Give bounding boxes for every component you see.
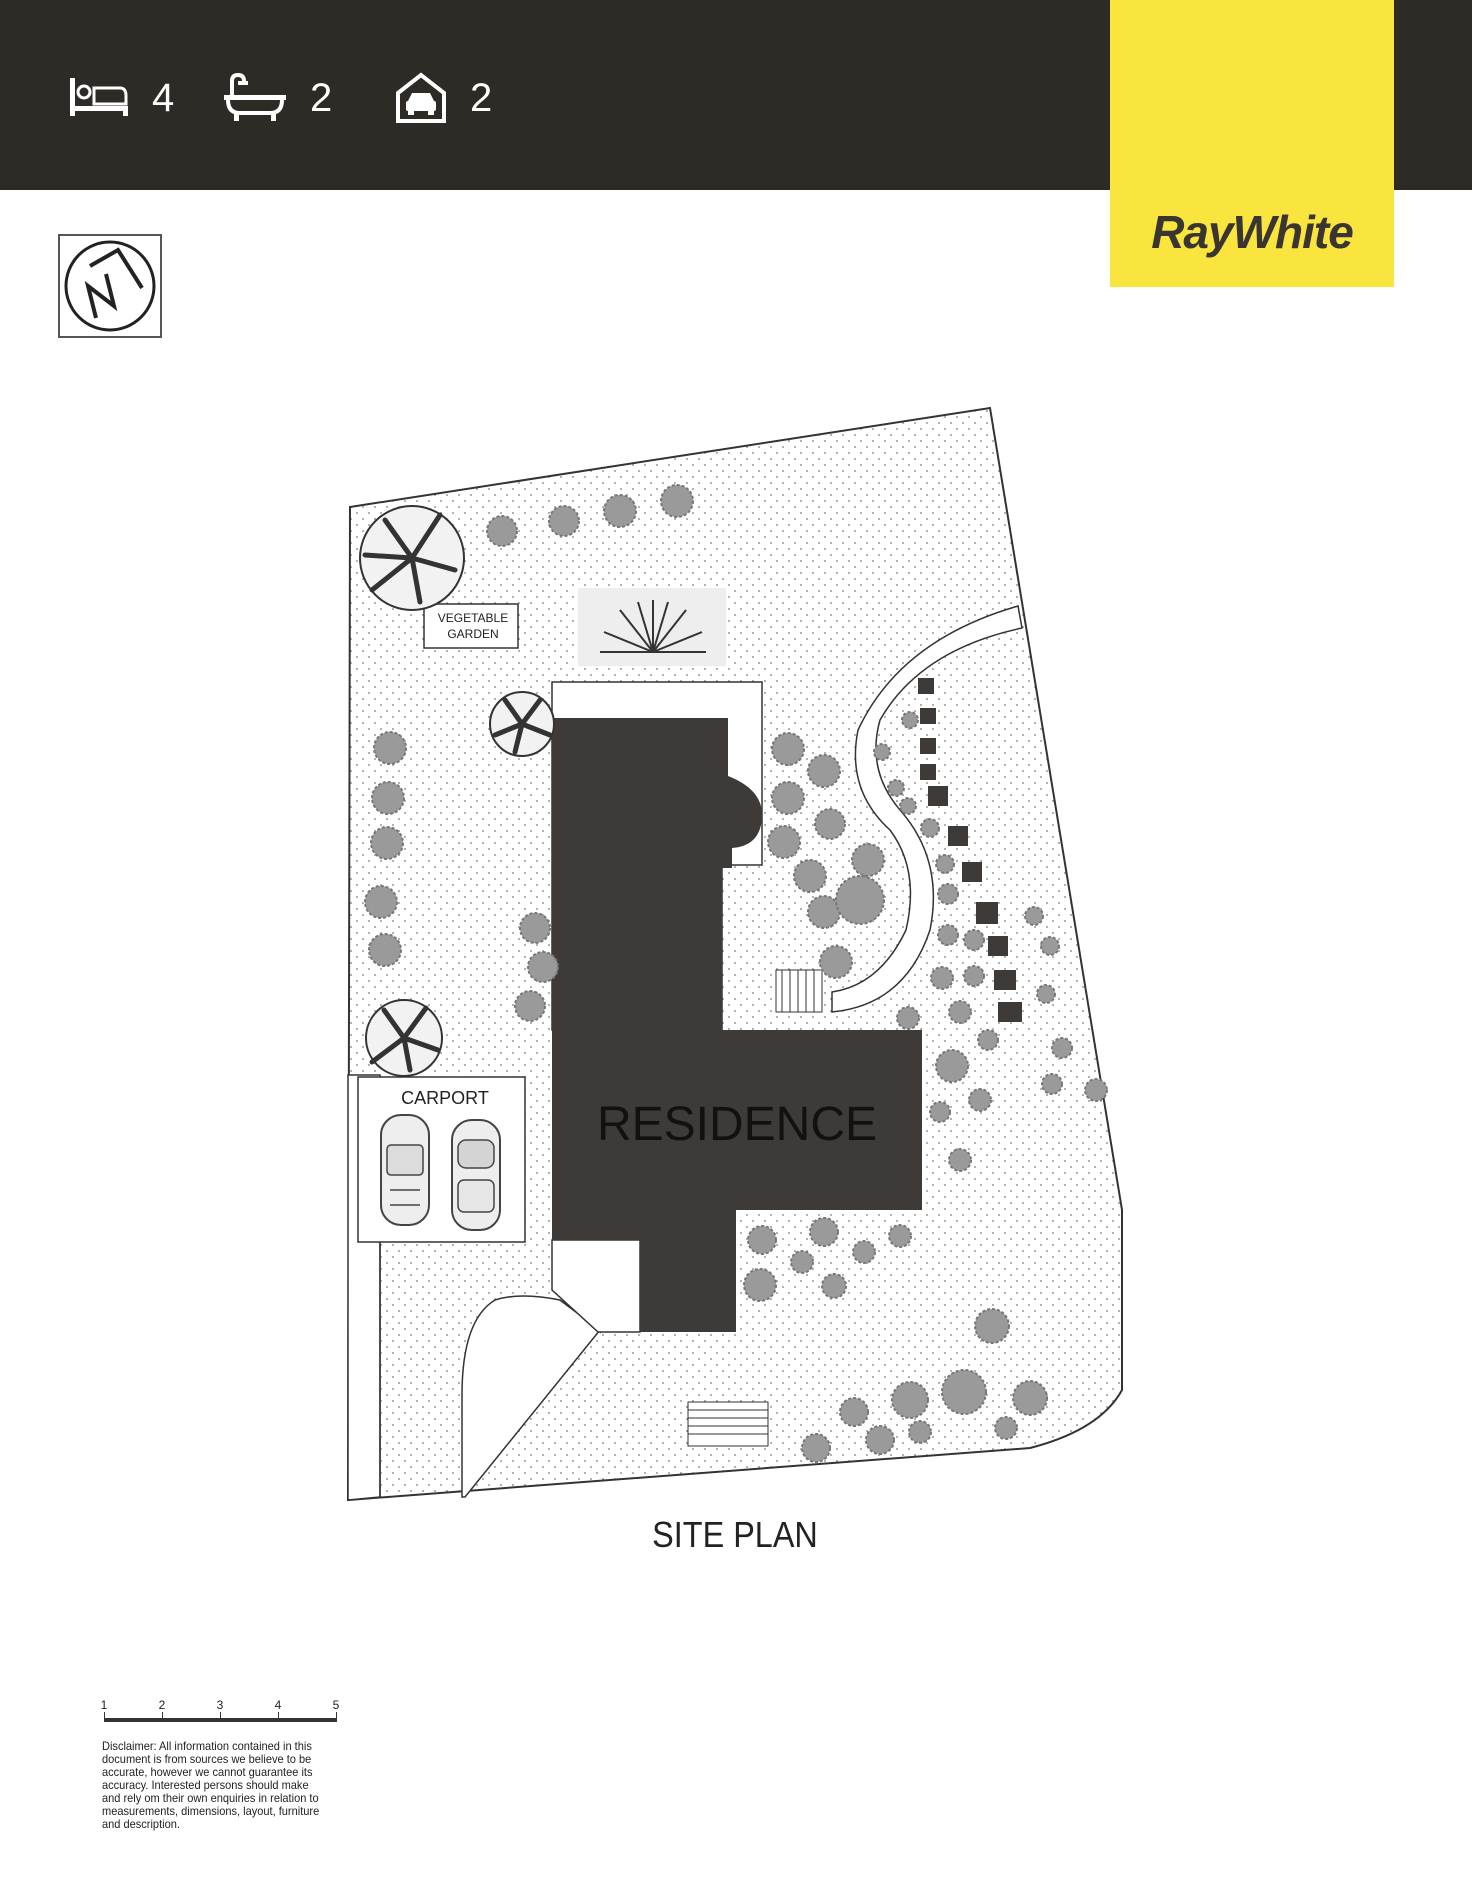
scale-tick-label: 1 <box>100 1698 108 1712</box>
vegetable-garden <box>423 603 519 649</box>
bathrooms-feature: 2 <box>222 68 332 128</box>
scale-tick <box>336 1712 337 1722</box>
residence-building <box>552 718 922 1332</box>
driveway-apron <box>461 1295 602 1498</box>
vegetable-garden-label-2: GARDEN <box>447 627 498 641</box>
garage-icon <box>396 72 446 123</box>
tree-branches <box>362 512 553 1073</box>
scale-tick <box>162 1712 163 1722</box>
scale-tick <box>278 1712 279 1722</box>
north-compass <box>58 234 162 338</box>
bedrooms-feature: 4 <box>68 68 174 128</box>
scale-tick-label: 5 <box>332 1698 340 1712</box>
bed-icon <box>70 78 128 116</box>
vegetable-garden-label-1: VEGETABLE <box>438 611 508 625</box>
scale-tick-label: 4 <box>274 1698 282 1712</box>
disclaimer-text: Disclaimer: All information contained in… <box>102 1739 320 1831</box>
ray-white-logo: RayWhite <box>1110 0 1394 287</box>
north-arrow-icon <box>64 240 156 332</box>
bath-icon <box>224 73 286 121</box>
carport-label: CARPORT <box>401 1088 489 1108</box>
scale-tick <box>220 1712 221 1722</box>
logo-text: RayWhite <box>1151 206 1354 258</box>
scale-tick-label: 2 <box>158 1698 166 1712</box>
scale-tick <box>104 1712 105 1722</box>
site-plan-title: SITE PLAN <box>652 1514 818 1555</box>
car-sedan <box>451 1119 501 1231</box>
fan-feature <box>578 588 726 666</box>
garden-path <box>831 605 1023 1013</box>
front-steps <box>687 1401 769 1447</box>
scale-tick-label: 3 <box>216 1698 224 1712</box>
deck-steps <box>775 969 823 1013</box>
scale-bar: 1 2 3 4 5 <box>100 1698 340 1728</box>
shrubs <box>364 484 1108 1463</box>
stepping-stones <box>918 678 1022 1022</box>
garage-count: 2 <box>470 76 493 120</box>
garages-feature: 2 <box>394 68 492 128</box>
residence-label: RESIDENCE <box>597 1098 877 1151</box>
bathroom-count: 2 <box>310 76 333 120</box>
bedroom-count: 4 <box>152 76 175 120</box>
car-convertible <box>380 1114 430 1226</box>
